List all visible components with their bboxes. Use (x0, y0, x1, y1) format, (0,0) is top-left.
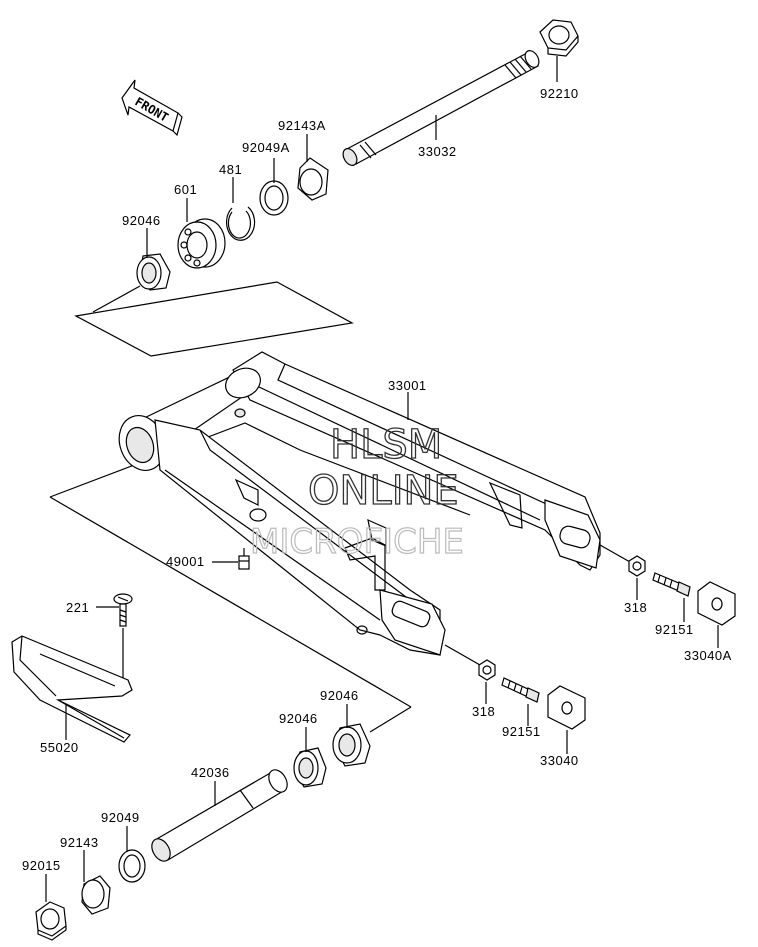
label-221: 221 (66, 600, 89, 615)
label-481: 481 (219, 162, 242, 177)
watermark-line3: MICROFICHE (250, 522, 464, 562)
nut-92210-icon[interactable] (539, 19, 579, 57)
collar-92143a-icon[interactable] (297, 157, 329, 201)
circlip-481-icon[interactable] (225, 206, 256, 241)
needle-bearing-92046-upper-icon[interactable] (136, 253, 171, 291)
label-33032: 33032 (418, 144, 457, 159)
label-33001: 33001 (388, 378, 427, 393)
watermark-line1: HLSM (330, 422, 442, 468)
label-92046-lower-left: 92046 (279, 711, 318, 726)
label-601: 601 (174, 182, 197, 197)
adjuster-block-33040a-icon[interactable] (697, 581, 736, 626)
label-92143a: 92143A (278, 118, 326, 133)
nut-318-right-icon[interactable] (628, 555, 646, 577)
label-92046-lower-right: 92046 (320, 688, 359, 703)
chain-guard-55020-icon[interactable] (11, 635, 133, 743)
needle-bearing-92046-lower-left-icon[interactable] (293, 747, 327, 788)
bolt-92151-right-icon[interactable] (652, 572, 691, 597)
seal-92049a-icon[interactable] (259, 180, 289, 216)
seal-92049-icon[interactable] (118, 849, 146, 883)
screw-221-icon[interactable] (113, 593, 133, 627)
front-arrow-icon: FRONT (121, 79, 183, 137)
watermark-line2: ONLINE (308, 468, 459, 514)
label-92143: 92143 (60, 835, 99, 850)
label-92046-upper: 92046 (122, 213, 161, 228)
nut-92015-icon[interactable] (35, 901, 67, 941)
label-318-right: 318 (624, 600, 647, 615)
label-49001: 49001 (166, 554, 205, 569)
adjuster-block-33040-icon[interactable] (547, 685, 586, 730)
label-92151-right: 92151 (655, 622, 694, 637)
label-33040: 33040 (540, 753, 579, 768)
label-92210: 92210 (540, 86, 579, 101)
label-92151-left: 92151 (502, 724, 541, 739)
sleeve-42036-icon[interactable] (148, 767, 291, 865)
nut-318-left-icon[interactable] (478, 659, 496, 681)
label-92049a: 92049A (242, 140, 290, 155)
grease-nipple-49001-icon[interactable] (238, 548, 250, 570)
shaft-33032-icon[interactable] (340, 48, 541, 168)
label-318-left: 318 (472, 704, 495, 719)
label-92015: 92015 (22, 858, 61, 873)
needle-bearing-92046-lower-right-icon[interactable] (332, 723, 371, 767)
swingarm-33001-icon[interactable] (49, 351, 601, 733)
ball-bearing-601-icon[interactable] (177, 218, 226, 269)
label-33040a: 33040A (684, 648, 732, 663)
label-92049: 92049 (101, 810, 140, 825)
label-55020: 55020 (40, 740, 79, 755)
bolt-92151-left-icon[interactable] (501, 677, 540, 703)
label-42036: 42036 (191, 765, 230, 780)
collar-92143-icon[interactable] (81, 875, 111, 915)
